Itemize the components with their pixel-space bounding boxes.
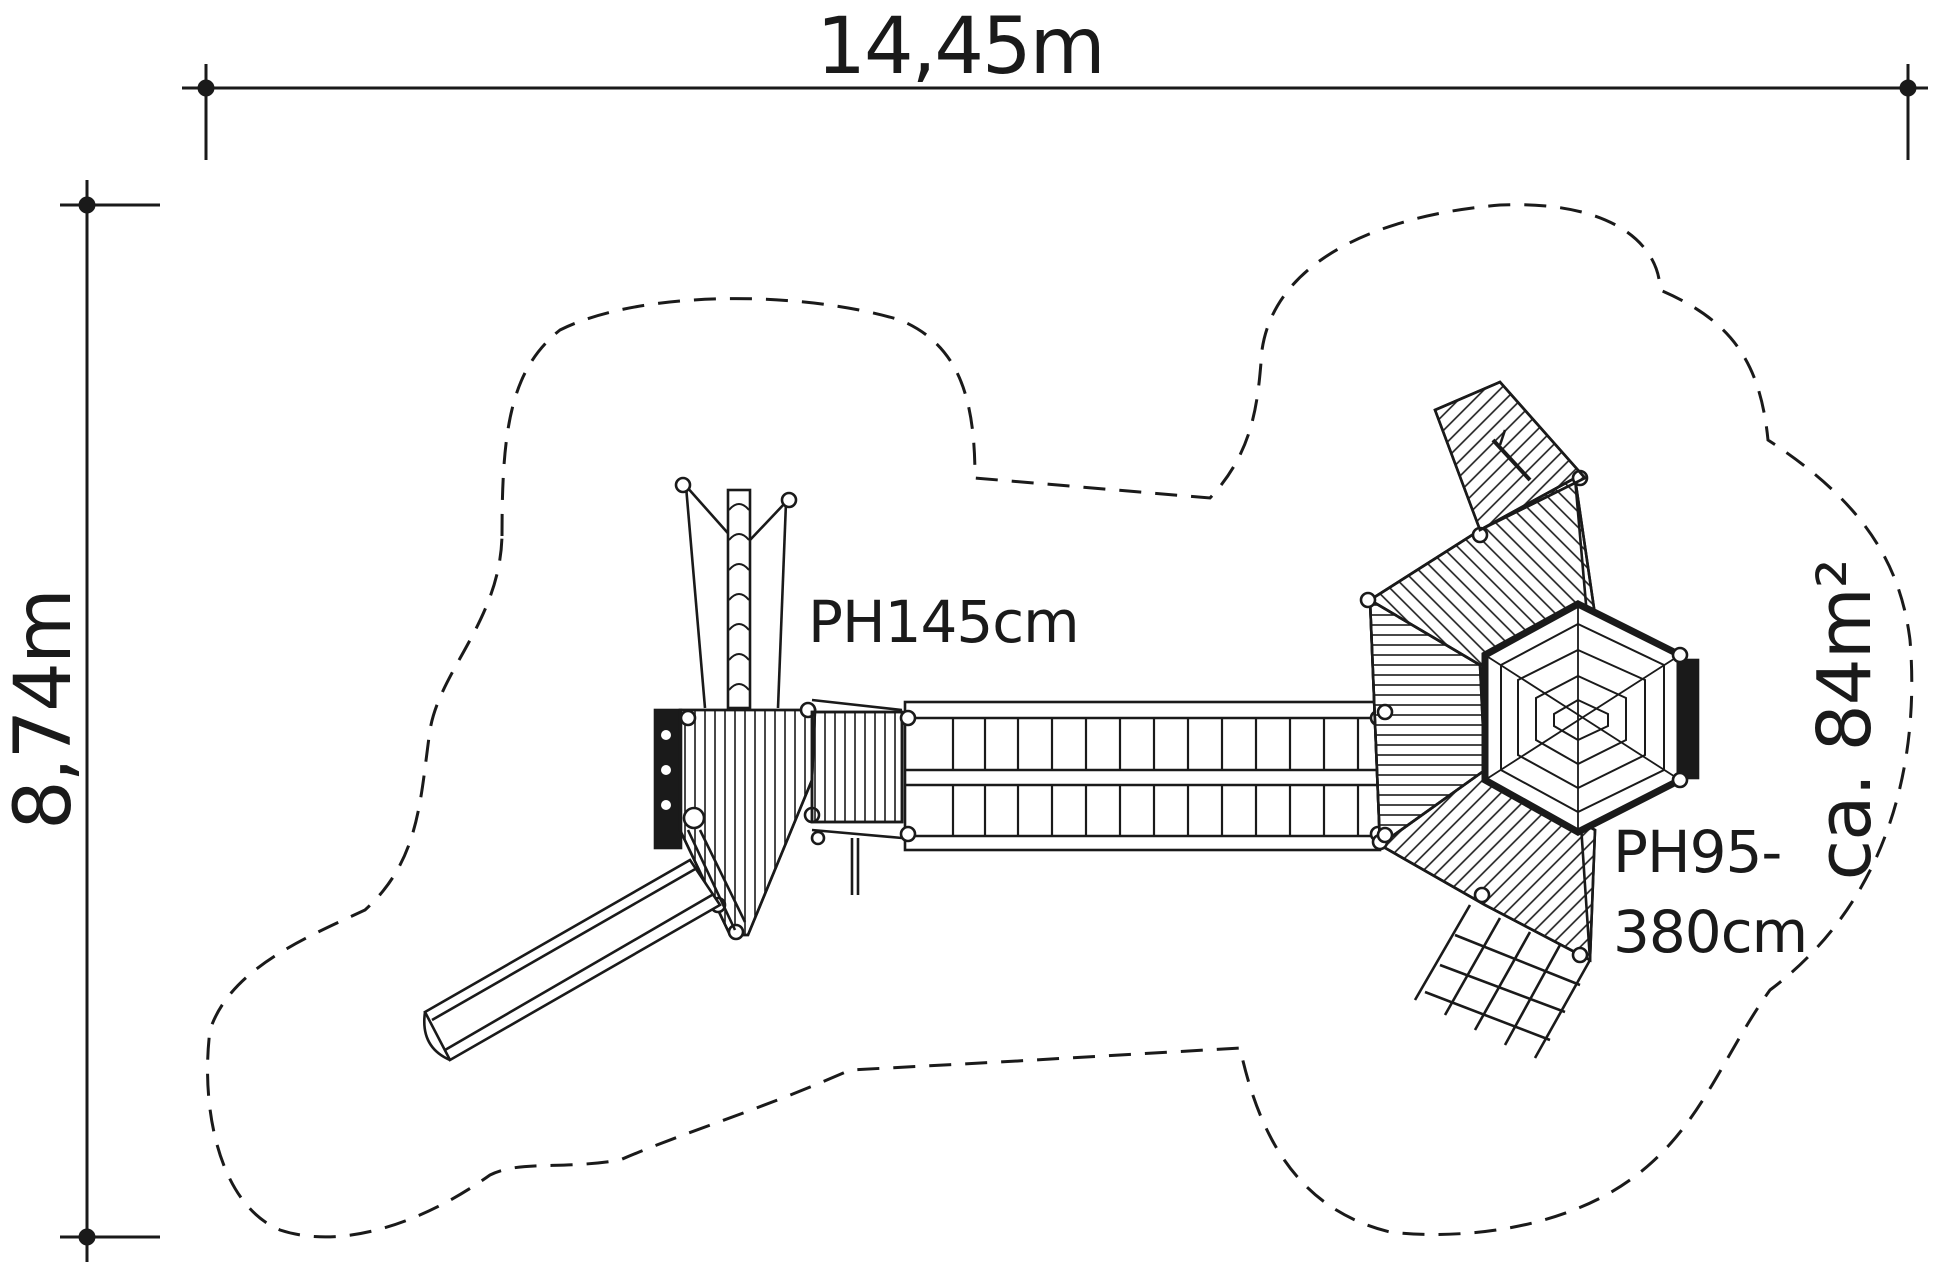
central-bridge <box>899 700 1387 852</box>
safety-area-outline <box>206 203 1914 1239</box>
width-dimension-line <box>182 64 1928 160</box>
height-dimension-line <box>60 180 160 1262</box>
junction-posts <box>1376 703 1394 844</box>
platform-height-left-label: PH145cm <box>808 588 1080 656</box>
width-dimension-label: 14,45m <box>816 2 1105 92</box>
left-tower <box>653 476 904 941</box>
hex-tower <box>1359 380 1700 1059</box>
area-label: ca. 84m² <box>1802 559 1888 881</box>
platform-height-hex-label-line2: 380cm <box>1613 898 1808 966</box>
slide <box>422 858 722 1062</box>
platform-height-hex-label-line1: PH95- <box>1613 818 1782 886</box>
height-dimension-label: 8,74m <box>0 590 89 830</box>
